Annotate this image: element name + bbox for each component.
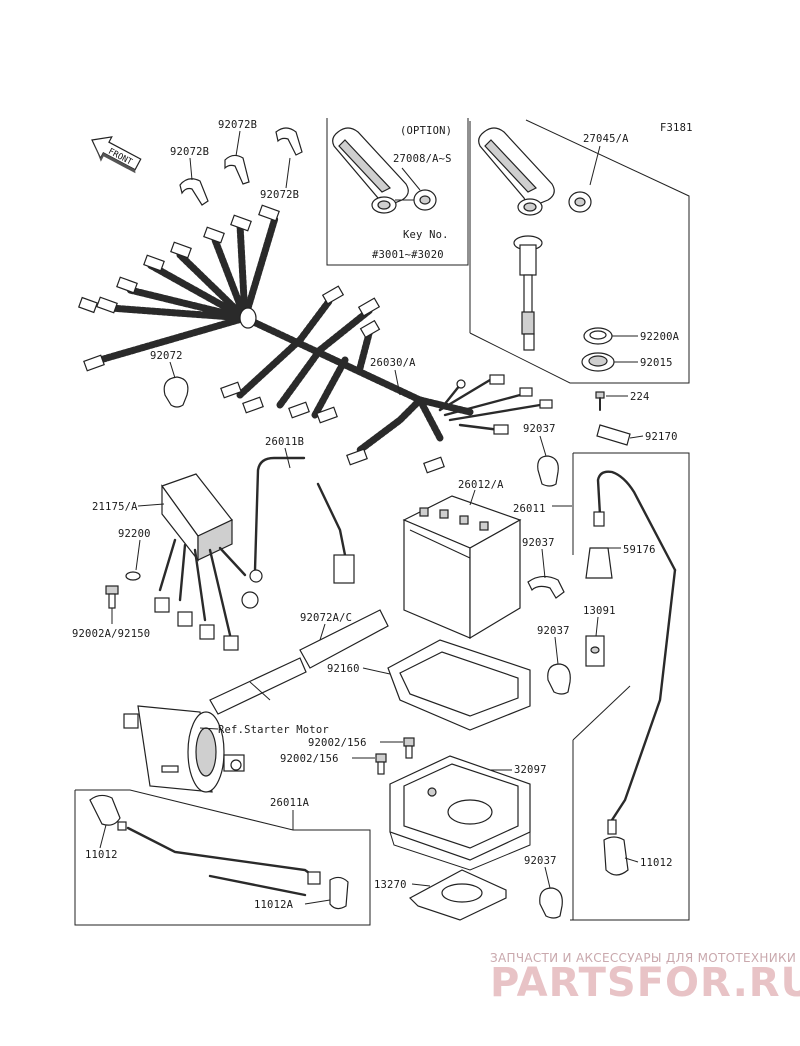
label-92072B-1: 92072B [170,146,209,158]
label-26030A: 26030/A [370,357,416,369]
label-32097: 32097 [514,764,547,776]
clamp-92072B-1 [179,178,209,206]
label-26011: 26011 [513,503,546,515]
label-92072AC: 92072A/C [300,612,352,624]
bracket-13270 [409,869,507,921]
ignition-key-switch [478,127,592,216]
battery-case-32097 [389,755,531,871]
bolt-92002-2 [375,753,387,775]
label-92170: 92170 [645,431,678,443]
screw-224 [595,391,605,411]
option-part-label: 27008/A~S [393,153,452,165]
key-number-label: Key No. [403,229,449,241]
washer-92200 [125,571,141,581]
label-11012A: 11012A [254,899,294,911]
watermark-subtitle: ЗАПЧАСТИ И АКСЕССУАРЫ ДЛЯ МОТОТЕХНИКИ [490,951,796,965]
tape-92170 [596,424,631,446]
label-27045A: 27045/A [583,133,629,145]
clamp-92072B-2 [224,154,250,185]
clamp-92037-1 [537,455,559,487]
clamp-92037-3 [547,663,571,695]
ignition-switch-body [513,235,543,351]
label-92037-4: 92037 [524,855,557,867]
key-range-label: #3001~#3020 [372,249,444,261]
ignition-switch-box: 27045/A 92200A 92015 [469,119,690,384]
label-92037-2: 92037 [522,537,555,549]
label-13270: 13270 [374,879,407,891]
label-11012-2: 11012 [640,857,673,869]
label-92037-3: 92037 [537,625,570,637]
figure-code: F3181 [660,122,693,134]
clamp-92072 [163,376,189,408]
label-ref-starter: Ref.Starter Motor [218,724,329,736]
washer-92015 [581,352,615,372]
label-11012-1: 11012 [85,849,118,861]
option-box: (OPTION) 27008/A~S Key No. #3001~#3020 [326,118,469,266]
bolt-92002-1 [403,737,415,759]
label-92200A: 92200A [640,331,680,343]
label-26011A: 26011A [270,797,310,809]
cdi-unit-21175A [154,473,259,651]
starter-motor [123,705,245,793]
label-92037-1: 92037 [523,423,556,435]
bolt-92002A [105,585,119,609]
label-92072B-2: 92072B [218,119,257,131]
label-92160: 92160 [327,663,360,675]
front-arrow-icon: FRONT [91,136,142,174]
label-26012A: 26012/A [458,479,504,491]
pad-92160 [387,639,531,731]
label-92072: 92072 [150,350,183,362]
nut-92200A [583,327,613,345]
label-92002-2: 92002/156 [280,753,339,765]
cable-26011-box [570,452,690,921]
label-26011B: 26011B [265,436,304,448]
label-59176: 59176 [623,544,656,556]
strap-92072AC [209,609,389,715]
option-title: (OPTION) [400,125,452,137]
clamp-92037-4 [539,887,563,919]
clamp-92037-2 [527,575,565,599]
battery-26012A [402,495,522,640]
clamp-92072B-3 [275,127,303,156]
main-harness-26030A [78,204,553,474]
option-key-switch [332,127,437,214]
label-13091: 13091 [583,605,616,617]
label-224: 224 [630,391,650,403]
watermark-logo: PARTSFOR.RU [490,960,800,1006]
label-92200: 92200 [118,528,151,540]
label-21175A: 21175/A [92,501,138,513]
label-92015: 92015 [640,357,673,369]
cable-26011A-box [74,789,371,926]
cable-26011B [249,456,355,584]
label-92072B-3: 92072B [260,189,299,201]
label-92002-1: 92002/156 [308,737,367,749]
label-92002A: 92002A/92150 [72,628,150,640]
